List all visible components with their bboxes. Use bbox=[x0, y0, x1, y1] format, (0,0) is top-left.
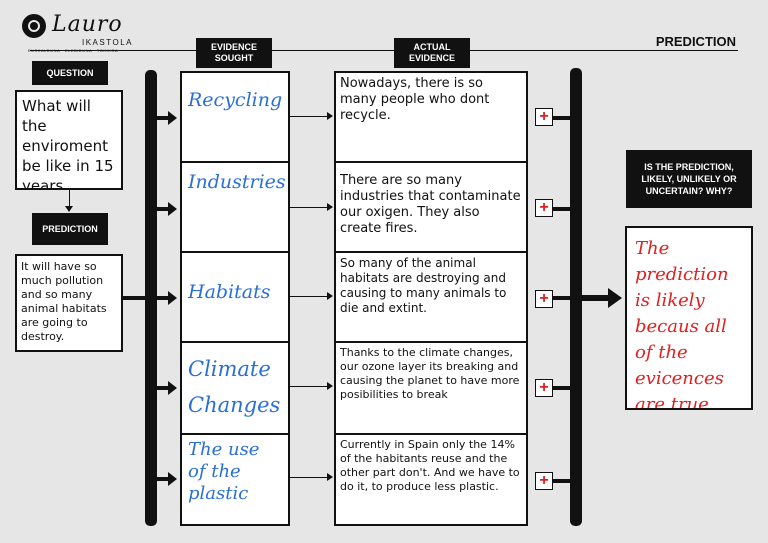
arrow-right-icon bbox=[168, 472, 177, 486]
prediction-box: It will have so much pollution and so ma… bbox=[15, 254, 123, 352]
down-arrow-icon bbox=[65, 206, 73, 212]
page-title: PREDICTION bbox=[655, 34, 736, 49]
row3-connector bbox=[155, 296, 169, 300]
actual-evidence-label: ACTUAL EVIDENCE bbox=[394, 38, 470, 68]
question-box: What will the enviroment be like in 15 y… bbox=[15, 90, 123, 190]
arrow-right-icon bbox=[327, 473, 333, 481]
evidence-sought-cell: Climate Changes bbox=[182, 343, 288, 435]
row2-link bbox=[290, 207, 328, 208]
arrow-right-icon bbox=[168, 202, 177, 216]
arrow-right-icon bbox=[168, 291, 177, 305]
right-divider-bar bbox=[570, 68, 582, 526]
likely-mark: + bbox=[535, 472, 553, 490]
title-underline bbox=[30, 50, 738, 51]
row4-out bbox=[553, 386, 571, 390]
verdict-question-label: IS THE PREDICTION, LIKELY, UNLIKELY OR U… bbox=[626, 150, 752, 208]
row4-link bbox=[290, 386, 328, 387]
prediction-connector bbox=[123, 296, 153, 300]
row2-out bbox=[553, 207, 571, 211]
evidence-sought-cell: The use of the plastic bbox=[188, 439, 260, 504]
likely-mark: + bbox=[535, 290, 553, 308]
row5-link bbox=[290, 477, 328, 478]
actual-evidence-cell: Thanks to the climate changes, our ozone… bbox=[336, 343, 526, 435]
arrow-right-icon bbox=[327, 382, 333, 390]
arrow-right-icon bbox=[608, 288, 622, 308]
likely-mark: + bbox=[535, 379, 553, 397]
verdict-box: The prediction is likely becaus all of t… bbox=[625, 226, 753, 410]
logo-subtitle: IKASTOLA bbox=[82, 38, 133, 47]
actual-evidence-cell: Currently in Spain only the 14% of the h… bbox=[340, 438, 520, 493]
verdict-connector bbox=[580, 295, 610, 301]
row5-connector bbox=[155, 477, 169, 481]
evidence-sought-cell: Recycling bbox=[182, 73, 288, 163]
arrow-right-icon bbox=[327, 112, 333, 120]
evidence-sought-cell: Habitats bbox=[182, 253, 288, 343]
actual-evidence-cell: There are so many industries that contam… bbox=[336, 163, 526, 253]
row3-out bbox=[553, 296, 571, 300]
question-connector bbox=[69, 190, 70, 208]
arrow-right-icon bbox=[168, 111, 177, 125]
actual-evidence-cell: So many of the animal habitats are destr… bbox=[336, 253, 526, 343]
row4-connector bbox=[155, 386, 169, 390]
logo-name: Lauro bbox=[52, 12, 123, 37]
likely-mark: + bbox=[535, 108, 553, 126]
row5-out bbox=[553, 479, 571, 483]
actual-evidence-cell: Nowadays, there is so many people who do… bbox=[336, 73, 526, 163]
row1-connector bbox=[155, 116, 169, 120]
row1-out bbox=[553, 116, 571, 120]
evidence-sought-cell: Industries bbox=[182, 163, 288, 253]
left-divider-bar bbox=[145, 70, 157, 526]
actual-evidence-column: Nowadays, there is so many people who do… bbox=[334, 71, 528, 526]
arrow-right-icon bbox=[327, 203, 333, 211]
likely-mark: + bbox=[535, 199, 553, 217]
logo: Lauro IKASTOLA EUSKALDUNA · ELEBIDUNA · … bbox=[22, 12, 142, 53]
evidence-sought-label: EVIDENCE SOUGHT bbox=[196, 38, 272, 68]
question-label: QUESTION bbox=[32, 61, 108, 85]
row1-link bbox=[290, 116, 328, 117]
logo-mark-icon bbox=[22, 14, 46, 38]
arrow-right-icon bbox=[327, 292, 333, 300]
arrow-right-icon bbox=[168, 381, 177, 395]
evidence-sought-column: Recycling Industries Habitats Climate Ch… bbox=[180, 71, 290, 526]
prediction-label: PREDICTION bbox=[32, 213, 108, 245]
row3-link bbox=[290, 296, 328, 297]
row2-connector bbox=[155, 207, 169, 211]
